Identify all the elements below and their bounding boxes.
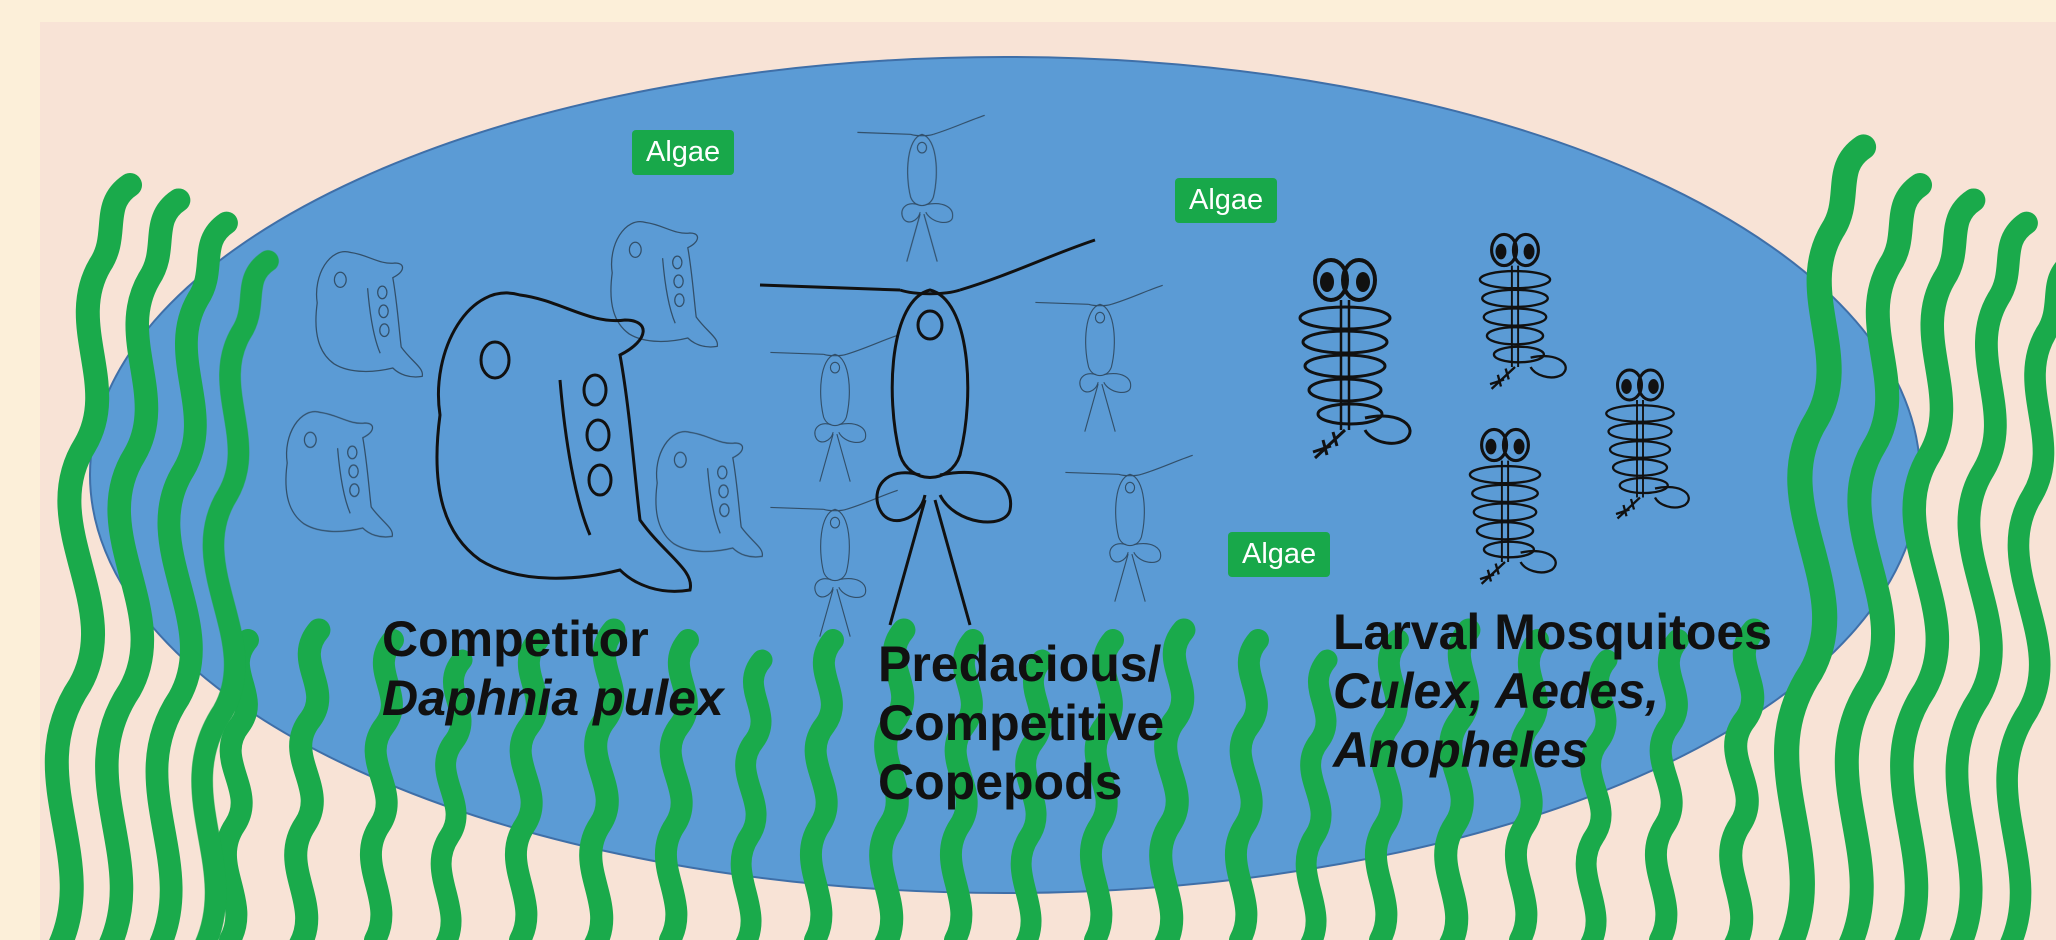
copepods-label: Predacious/ Competitive Copepods — [878, 635, 1164, 812]
mosquitoes-species-1: Culex, Aedes, — [1333, 662, 1772, 721]
competitor-title: Competitor — [382, 610, 724, 669]
copepods-line-2: Competitive — [878, 694, 1164, 753]
algae-label: Algae — [632, 130, 734, 175]
copepods-line-1: Predacious/ — [878, 635, 1164, 694]
algae-label: Algae — [1175, 178, 1277, 223]
mosquitoes-label: Larval Mosquitoes Culex, Aedes, Anophele… — [1333, 603, 1772, 780]
mosquitoes-title: Larval Mosquitoes — [1333, 603, 1772, 662]
competitor-species: Daphnia pulex — [382, 669, 724, 728]
mosquitoes-species-2: Anopheles — [1333, 721, 1772, 780]
copepods-line-3: Copepods — [878, 753, 1164, 812]
competitor-label: Competitor Daphnia pulex — [382, 610, 724, 728]
algae-label: Algae — [1228, 532, 1330, 577]
